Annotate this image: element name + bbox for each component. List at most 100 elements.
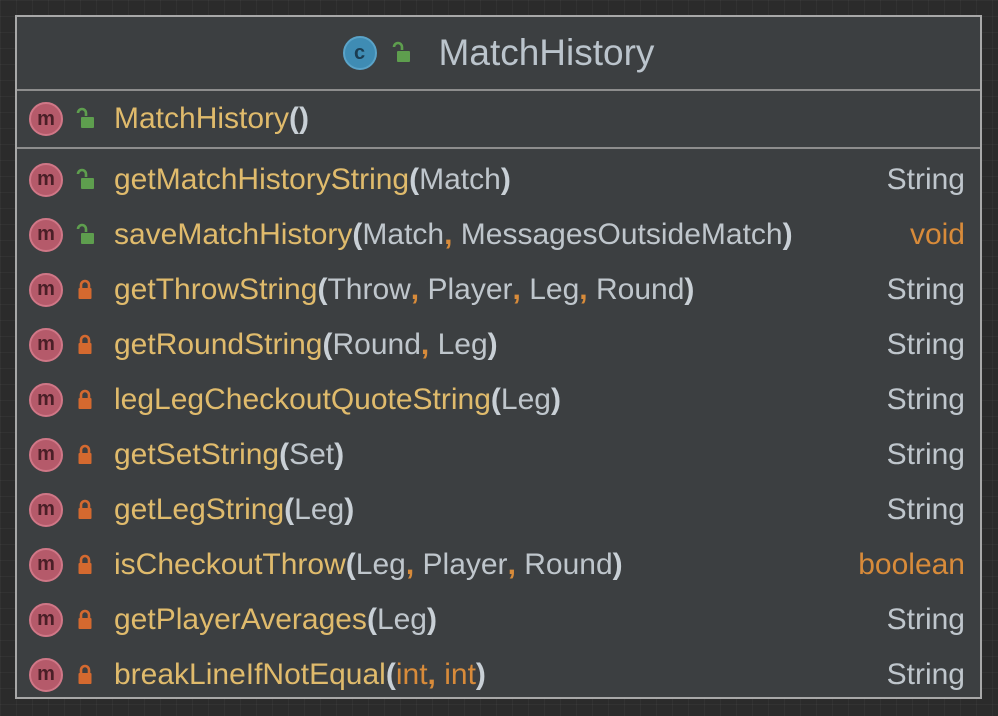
method-name: getThrowString — [114, 272, 318, 306]
param-type: Leg — [355, 547, 406, 581]
close-paren: ) — [684, 272, 695, 306]
param-type: Player — [427, 272, 513, 306]
param-type: Match — [419, 162, 501, 196]
method-name: getSetString — [114, 437, 280, 471]
method-name: isCheckoutThrow — [114, 547, 346, 581]
open-paren: ( — [317, 272, 328, 306]
param-type: Leg — [529, 272, 580, 306]
open-paren: ( — [385, 657, 396, 691]
method-row[interactable]: m getRoundString(Round, Leg) String — [17, 317, 980, 372]
param-type: int — [444, 657, 476, 691]
return-type: String — [886, 162, 965, 196]
close-paren: ) — [344, 492, 355, 526]
method-signature: getPlayerAverages(Leg) — [114, 603, 437, 637]
return-type: String — [886, 382, 965, 416]
param-separator: , — [410, 272, 420, 306]
method-icon: m — [29, 602, 63, 637]
close-paren: ) — [612, 547, 623, 581]
method-signature: getLegString(Leg) — [114, 493, 354, 527]
method-signature: breakLineIfNotEqual(int, int) — [114, 658, 486, 692]
open-paren: ( — [352, 217, 363, 251]
param-type: Round — [332, 327, 421, 361]
close-paren: ) — [475, 657, 486, 691]
locked-lock-icon — [73, 553, 97, 577]
close-paren: ) — [782, 217, 793, 251]
method-icon: m — [29, 547, 63, 582]
return-type: boolean — [858, 547, 965, 581]
param-type: Leg — [294, 492, 345, 526]
param-separator: , — [507, 547, 516, 581]
return-type: String — [886, 272, 965, 306]
method-signature: legLegCheckoutQuoteString(Leg) — [114, 383, 561, 417]
open-paren: ( — [289, 102, 300, 135]
method-icon: m — [29, 382, 63, 417]
method-name: getLegString — [114, 492, 285, 526]
method-icon: m — [29, 217, 63, 252]
param-type: int — [395, 657, 428, 691]
method-name: getMatchHistoryString — [114, 162, 410, 196]
locked-lock-icon — [73, 333, 97, 357]
param-type: Round — [595, 272, 685, 306]
method-icon: m — [29, 162, 63, 197]
return-type: String — [886, 492, 965, 526]
return-type: void — [909, 217, 965, 251]
open-paren: ( — [322, 327, 333, 361]
locked-lock-icon — [73, 608, 97, 632]
method-row[interactable]: m getLegString(Leg) String — [17, 482, 980, 537]
class-name: MatchHistory — [438, 32, 655, 73]
constructor-row[interactable]: m MatchHistory() — [17, 91, 980, 147]
method-icon: m — [29, 327, 63, 362]
close-paren: ) — [487, 327, 498, 361]
method-row[interactable]: m isCheckoutThrow(Leg, Player, Round) bool… — [17, 537, 980, 592]
class-icon: c — [342, 36, 377, 70]
locked-lock-icon — [73, 663, 97, 687]
return-type: String — [886, 327, 965, 361]
close-paren: ) — [500, 162, 511, 196]
param-type: Round — [524, 547, 613, 581]
method-icon: m — [29, 102, 63, 136]
param-type: Leg — [500, 382, 551, 416]
param-type: Leg — [376, 602, 427, 636]
open-paren: ( — [345, 547, 356, 581]
open-paren: ( — [490, 382, 501, 416]
method-icon: m — [29, 492, 63, 527]
param-type: Match — [362, 217, 445, 251]
param-separator: , — [427, 657, 436, 691]
method-icon: m — [29, 657, 63, 692]
open-paren: ( — [279, 437, 290, 471]
close-paren: ) — [334, 437, 345, 471]
unlocked-lock-icon — [73, 223, 97, 247]
method-row[interactable]: m legLegCheckoutQuoteString(Leg) String — [17, 372, 980, 427]
close-paren: ) — [427, 602, 437, 636]
constructor-name: MatchHistory — [114, 102, 290, 135]
return-type: String — [886, 657, 965, 691]
return-type: String — [886, 437, 965, 471]
unlocked-lock-icon — [73, 168, 97, 192]
method-name: legLegCheckoutQuoteString — [114, 382, 491, 416]
locked-lock-icon — [73, 278, 97, 302]
method-name: getPlayerAverages — [114, 602, 367, 636]
method-name: breakLineIfNotEqual — [114, 657, 386, 691]
param-type: Set — [289, 437, 335, 471]
open-paren: ( — [366, 602, 377, 636]
method-row[interactable]: m getMatchHistoryString(Match) String — [17, 152, 980, 207]
locked-lock-icon — [73, 498, 97, 522]
method-signature: getRoundString(Round, Leg) — [114, 328, 498, 362]
method-signature: getSetString(Set) — [114, 438, 344, 472]
open-paren: ( — [409, 162, 420, 196]
constructor-section: m MatchHistory() — [17, 91, 980, 149]
method-name: saveMatchHistory — [114, 217, 353, 251]
param-type: Player — [422, 547, 508, 581]
param-type: Leg — [437, 327, 488, 361]
unlocked-lock-icon — [389, 41, 413, 65]
method-icon: m — [29, 272, 63, 307]
param-separator: , — [405, 547, 415, 581]
close-paren: ) — [550, 382, 561, 416]
